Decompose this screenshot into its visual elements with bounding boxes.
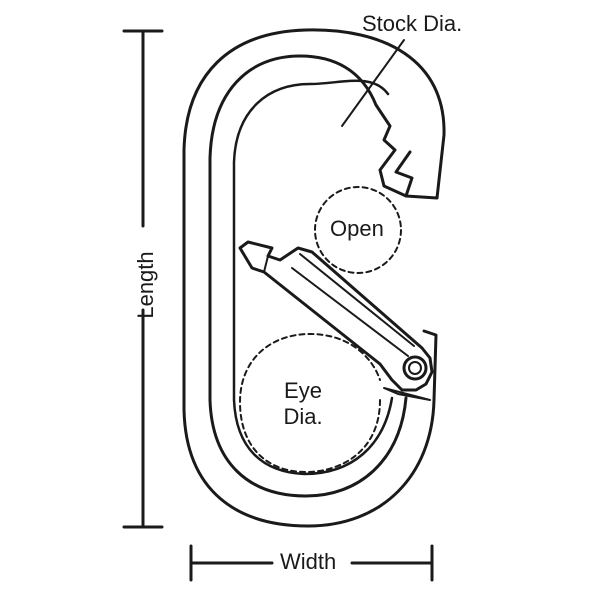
eye-dia-label-line1: Eye [284, 378, 322, 403]
open-label: Open [330, 216, 384, 241]
length-label: Length [133, 251, 158, 319]
eye-circle [239, 333, 381, 473]
gate-pin-outer [402, 355, 428, 381]
gate-pin-inner [408, 361, 422, 375]
eye-dia-label: Eye Dia. [258, 378, 348, 430]
gate-edge-line [299, 253, 415, 347]
carabiner-gate [238, 240, 434, 392]
carabiner-inner-rail [232, 79, 394, 476]
gate-spring [383, 387, 431, 401]
gate-center-line [291, 267, 409, 357]
eye-dia-label-line2: Dia. [283, 404, 323, 429]
stock-dia-leader [341, 39, 405, 127]
open-circle [314, 186, 402, 274]
carabiner-body-outer [182, 28, 446, 528]
carabiner-nose [374, 103, 414, 198]
length-dimension [122, 29, 164, 529]
width-label: Width [280, 549, 337, 574]
width-dimension [189, 544, 434, 582]
carabiner-body-inner [208, 54, 408, 498]
stock-dia-label: Stock Dia. [362, 11, 463, 36]
gate-notch-line [263, 255, 269, 273]
